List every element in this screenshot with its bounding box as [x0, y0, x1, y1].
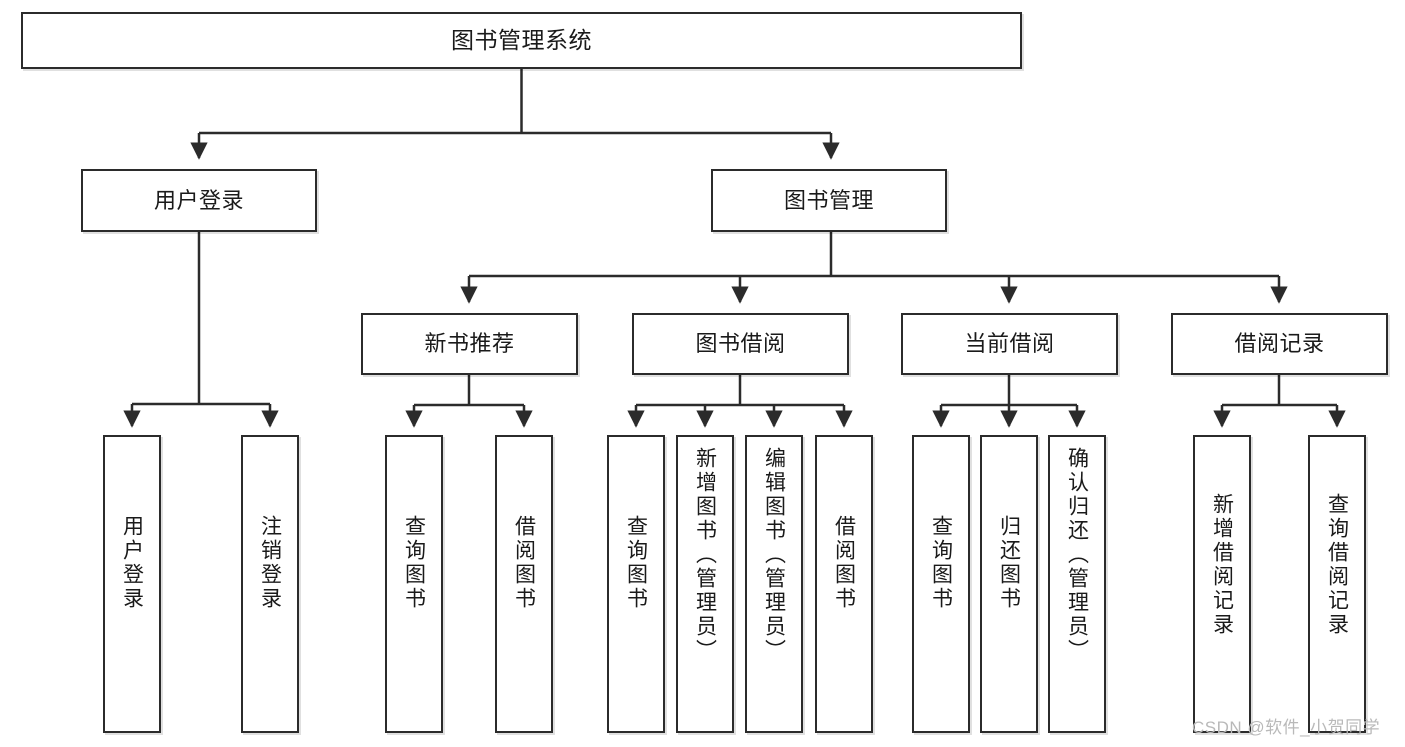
node-root[interactable]: 图书管理系统	[21, 12, 1022, 69]
node-user-login-label: 用户登录	[153, 187, 244, 213]
leaf-confirm-return-admin-label: 确认归还（管理员）	[1065, 447, 1089, 663]
leaf-add-borrow-record[interactable]: 新增借阅记录	[1193, 435, 1251, 733]
leaf-user-login[interactable]: 用户登录	[103, 435, 161, 733]
leaf-edit-book-admin-label: 编辑图书（管理员）	[762, 447, 786, 663]
leaf-logout[interactable]: 注销登录	[241, 435, 299, 733]
watermark: CSDN @软件_小贺同学	[1192, 718, 1381, 737]
leaf-query-book-newbook[interactable]: 查询图书	[385, 435, 443, 733]
leaf-borrow-book-newbook[interactable]: 借阅图书	[495, 435, 553, 733]
node-book-management[interactable]: 图书管理	[711, 169, 947, 232]
node-current-borrow-label: 当前借阅	[964, 331, 1055, 357]
leaf-query-book-borrow-label: 查询图书	[624, 515, 648, 611]
leaf-query-borrow-record-label: 查询借阅记录	[1325, 493, 1349, 637]
node-new-book-recommend-label: 新书推荐	[424, 331, 515, 357]
leaf-logout-label: 注销登录	[258, 515, 282, 611]
node-new-book-recommend[interactable]: 新书推荐	[361, 313, 578, 375]
leaf-query-book-borrow[interactable]: 查询图书	[607, 435, 665, 733]
leaf-add-borrow-record-label: 新增借阅记录	[1210, 493, 1234, 637]
node-user-login[interactable]: 用户登录	[81, 169, 317, 232]
leaf-query-borrow-record[interactable]: 查询借阅记录	[1308, 435, 1366, 733]
node-book-management-label: 图书管理	[783, 187, 874, 213]
leaf-borrow-book-borrow-label: 借阅图书	[832, 515, 856, 611]
leaf-return-book[interactable]: 归还图书	[980, 435, 1038, 733]
node-borrow-record[interactable]: 借阅记录	[1171, 313, 1388, 375]
leaf-edit-book-admin[interactable]: 编辑图书（管理员）	[745, 435, 803, 733]
leaf-query-book-newbook-label: 查询图书	[402, 515, 426, 611]
node-book-borrow-label: 图书借阅	[695, 331, 786, 357]
leaf-borrow-book-borrow[interactable]: 借阅图书	[815, 435, 873, 733]
leaf-query-book-current-label: 查询图书	[929, 515, 953, 611]
node-book-borrow[interactable]: 图书借阅	[632, 313, 849, 375]
leaf-query-book-current[interactable]: 查询图书	[912, 435, 970, 733]
leaf-add-book-admin[interactable]: 新增图书（管理员）	[676, 435, 734, 733]
node-borrow-record-label: 借阅记录	[1234, 331, 1325, 357]
leaf-return-book-label: 归还图书	[997, 515, 1021, 611]
leaf-confirm-return-admin[interactable]: 确认归还（管理员）	[1048, 435, 1106, 733]
leaf-user-login-label: 用户登录	[120, 515, 144, 611]
node-root-label: 图书管理系统	[451, 26, 592, 53]
leaf-borrow-book-newbook-label: 借阅图书	[512, 515, 536, 611]
leaf-add-book-admin-label: 新增图书（管理员）	[693, 447, 717, 663]
node-current-borrow[interactable]: 当前借阅	[901, 313, 1118, 375]
